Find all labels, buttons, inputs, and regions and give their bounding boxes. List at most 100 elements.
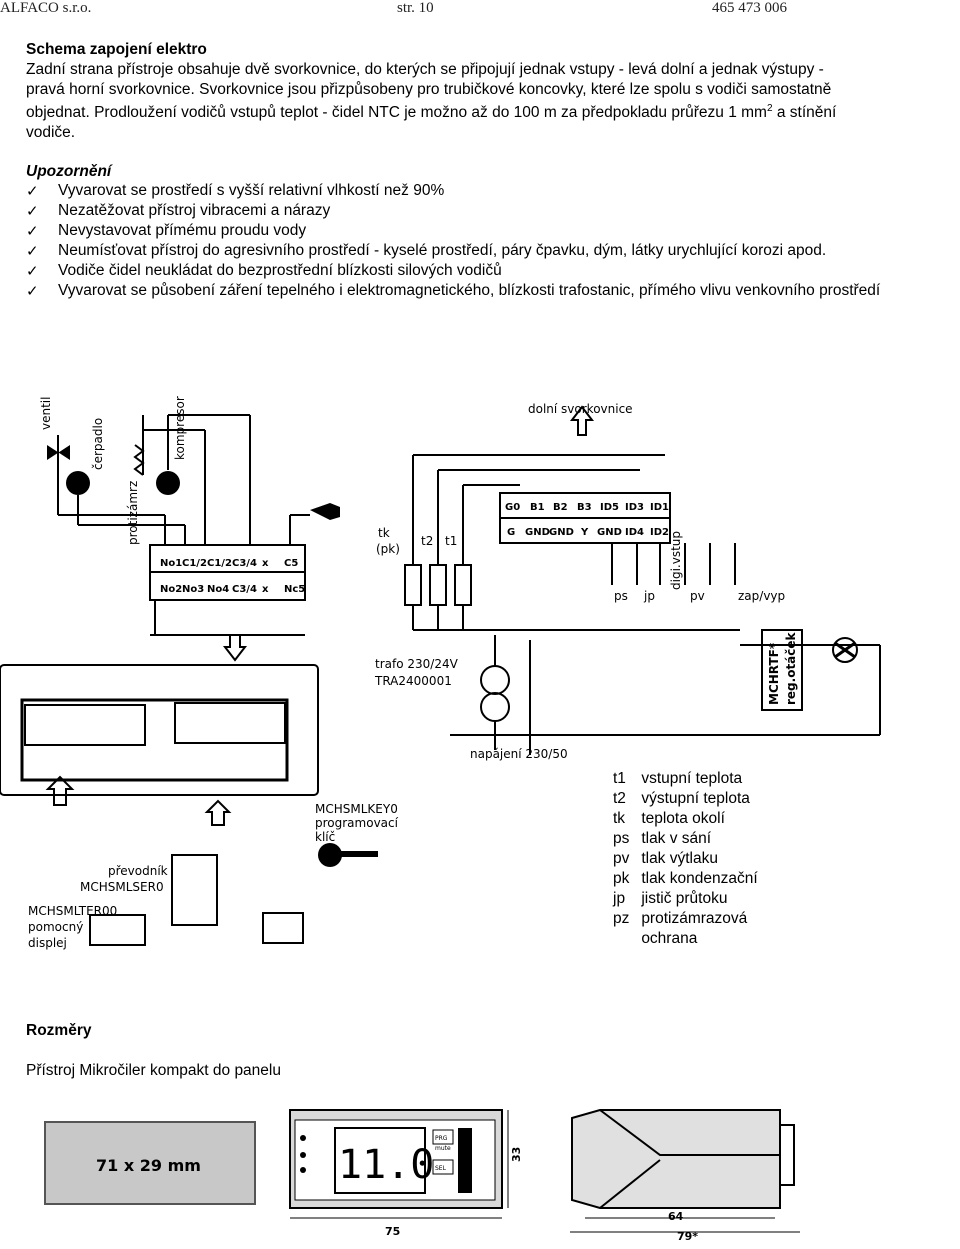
legend-key: pk [613, 870, 630, 887]
legend-text: tlak výtlaku [641, 850, 718, 867]
schema-title: Schema zapojení elektro [26, 41, 207, 58]
compressor-icon [156, 471, 180, 495]
display-value: 11.0 [338, 1142, 434, 1188]
label-key-desc2: klíč [315, 830, 335, 844]
output-term-label: No4 [207, 584, 229, 595]
label-pk: (pk) [376, 542, 400, 556]
dim-total-label: 79* [677, 1230, 698, 1243]
legend-key: pz [613, 910, 630, 927]
updown-buttons[interactable] [458, 1128, 472, 1193]
check-icon: ✓ [26, 262, 39, 280]
output-term-label: C1/2 [207, 558, 232, 569]
dim-width-label: 75 [385, 1225, 400, 1238]
schema-line-4: vodiče. [26, 123, 76, 141]
sel-button-label: SEL [435, 1165, 447, 1172]
legend-row: pz protizámrazová [613, 909, 758, 929]
output-term-label: C5 [284, 558, 298, 569]
arrow-up-icon [204, 799, 232, 826]
alarm-horn-icon [310, 503, 340, 520]
label-prevodnik-code: MCHSMLSER0 [80, 880, 164, 894]
prg-button[interactable] [432, 1129, 454, 1145]
mute-button-label: mute [435, 1145, 451, 1152]
warning-item: ✓ Nevystavovat přímému proudu vody [26, 221, 960, 241]
input-term-label: ID2 [650, 527, 669, 538]
legend-text: tlak kondenzační [641, 870, 758, 887]
schema-line-2: pravá horní svorkovnice. Svorkovnice jso… [26, 80, 832, 98]
device-side-view [571, 1109, 781, 1209]
prg-button-label: PRG [435, 1135, 448, 1142]
input-term-label: B1 [530, 502, 545, 513]
label-digi-vstup: digi.vstup [669, 531, 683, 590]
warning-text: Vodiče čidel neukládat do bezprostřední … [58, 262, 502, 279]
label-protizamrz: protizámrz [126, 481, 140, 545]
input-term-label: G0 [505, 502, 520, 513]
label-terminal-desc: pomocný [28, 920, 83, 934]
warning-item: ✓ Neumísťovat přístroj do agresivního pro… [26, 241, 960, 261]
legend-key: t2 [613, 790, 626, 807]
schema-line-3: objednat. Prodloužení vodičů vstupů tepl… [26, 99, 951, 123]
check-icon: ✓ [26, 222, 39, 240]
output-term-label: x [262, 558, 269, 569]
label-t1: t1 [445, 534, 457, 548]
warning-item: ✓Nezatěžovat přístroj vibracemi a nárazy [26, 201, 960, 221]
label-dolni-svorkovnice: dolní svorkovnice [528, 402, 633, 416]
input-term-label: Y [580, 527, 589, 538]
terminal-display [89, 914, 146, 946]
label-key-desc: programovací [315, 816, 399, 830]
label-t2: t2 [421, 534, 433, 548]
key-icon [318, 843, 378, 867]
label-jp: jp [643, 589, 655, 603]
converter-box [171, 854, 218, 926]
legend-text: protizámrazová [641, 910, 748, 927]
dimensions-title: Rozměry [26, 1022, 92, 1039]
legend-text: výstupní teplota [641, 790, 750, 807]
wiring-diagram: No1 C1/2 C1/2 C3/4 x C5 No2 No3 No4 C3/4… [0, 396, 881, 950]
legend-text: jistič průtoku [641, 890, 728, 907]
legend-row: tk teplota okolí [613, 809, 758, 829]
output-term-label: C3/4 [232, 584, 257, 595]
superscript-2: 2 [766, 103, 773, 114]
label-zap-vyp: zap/vyp [738, 589, 785, 603]
legend-row: t2 výstupní teplota [613, 789, 758, 809]
header-company: ALFACO s.r.o. [0, 0, 92, 16]
warning-text: Vyvarovat se prostředí s vyšší relativní… [58, 182, 445, 199]
warning-text: Neumísťovat přístroj do agresivního pros… [58, 242, 827, 259]
legend-row: jp jistič průtoku [613, 889, 758, 909]
header-page: str. 10 [397, 0, 434, 16]
led-icon [300, 1167, 306, 1173]
legend-key: pv [613, 850, 630, 867]
warning-text: Nevystavovat přímému proudu vody [58, 222, 307, 239]
legend-row: ps tlak v sání [613, 829, 758, 849]
warning-item: ✓ Vodiče čidel neukládat do bezprostřední… [26, 261, 960, 281]
sel-button[interactable] [432, 1159, 454, 1175]
label-trafo-code: TRA2400001 [374, 674, 452, 688]
legend-text: ochrana [641, 930, 698, 947]
dim-height-label: 33 [510, 1147, 523, 1162]
input-term-label: GND [549, 527, 574, 538]
output-term-label: No1 [160, 558, 182, 569]
input-term-label: ID4 [625, 527, 644, 538]
arrow-down-icon [222, 634, 248, 662]
label-reg-otacek: reg.otáček [784, 631, 798, 705]
output-term-label: C3/4 [232, 558, 257, 569]
legend-text: vstupní teplota [641, 770, 743, 787]
input-term-label: ID1 [650, 502, 669, 513]
schema-line-3-text: objednat. Prodloužení vodičů vstupů tepl… [26, 104, 767, 122]
computer-icon [262, 912, 304, 944]
legend-row: ochrana [613, 929, 758, 949]
warning-list: ✓ Vyvarovat se prostředí s vyšší relativn… [26, 181, 960, 301]
label-mchrtf: MCHRTF* [767, 642, 781, 705]
output-term-label: No3 [182, 584, 204, 595]
header-code: 465 473 006 [712, 0, 787, 16]
valve-icon [47, 445, 70, 460]
input-term-label: ID5 [600, 502, 619, 513]
label-ventil: ventil [39, 397, 53, 430]
dimensions-subtitle: Přístroj Mikročiler kompakt do panelu [26, 1062, 281, 1079]
label-prevodnik: převodník [108, 864, 168, 878]
legend-key: t1 [613, 770, 626, 787]
sensor-legend: t1 vstupní teplota t2 výstupní teplota t… [613, 769, 758, 949]
input-term-label: B3 [577, 502, 592, 513]
check-icon: ✓ [26, 242, 39, 260]
dimensions-drawing: 71 x 29 mm 11.0 PRG mute SEL 75 33 64 79… [44, 1109, 800, 1243]
check-icon: ✓ [26, 182, 39, 200]
